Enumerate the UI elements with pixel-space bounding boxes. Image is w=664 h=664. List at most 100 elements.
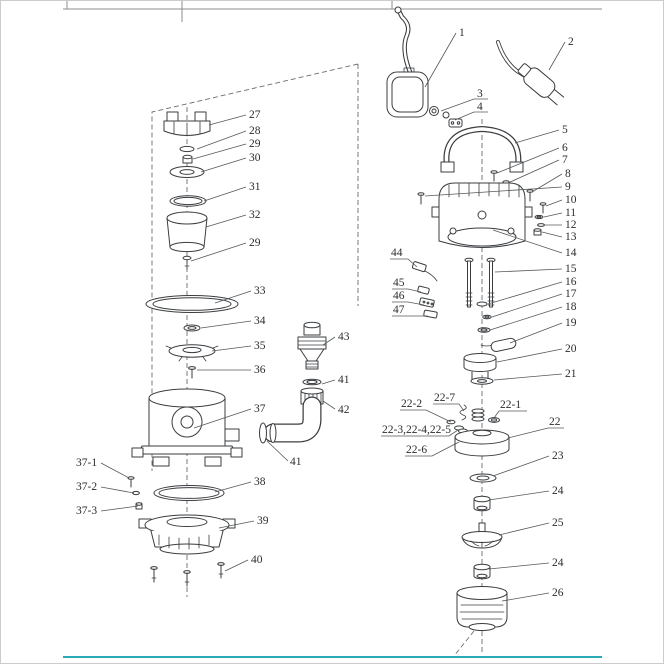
- part-16-washer: [476, 301, 488, 307]
- part-14-motor-cover: [431, 182, 533, 248]
- callout-22-1: 22-1: [500, 399, 521, 411]
- leader-line-46: [392, 301, 425, 306]
- part-44-terminal: [411, 261, 438, 282]
- part-13-nut: [533, 228, 542, 236]
- leader-line-41: [321, 379, 336, 385]
- callout-23: 23: [552, 450, 564, 462]
- callout-33: 33: [254, 285, 266, 297]
- leader-line-37: [193, 408, 252, 429]
- callout-24: 24: [552, 485, 564, 497]
- callout-32: 32: [249, 209, 261, 221]
- part-4-cable-clamp: [448, 118, 463, 128]
- callout-18: 18: [565, 301, 577, 313]
- leader-line-28: [196, 130, 247, 150]
- callout-27: 27: [249, 109, 261, 121]
- leader-line-16: [487, 281, 563, 305]
- leader-line-10: [545, 199, 563, 207]
- callout-4: 4: [477, 101, 483, 113]
- leader-line-41: [266, 440, 289, 462]
- callout-10: 10: [565, 194, 577, 206]
- callout-2: 2: [568, 36, 574, 48]
- part-41-gasket-elbow: [259, 422, 267, 444]
- leader-line-30: [200, 157, 247, 173]
- callout-7: 7: [562, 154, 568, 166]
- callout-45: 45: [393, 277, 405, 289]
- leader-line-24: [488, 562, 550, 570]
- leader-line-2: [548, 41, 566, 71]
- leader-line-11: [543, 212, 563, 218]
- part-20-bearing-housing: [463, 353, 497, 380]
- leader-line-19: [509, 322, 563, 344]
- callout-3: 3: [477, 88, 483, 100]
- leader-line-22-1: [493, 410, 527, 419]
- leader-line-33: [214, 290, 252, 304]
- leader-line-40: [224, 559, 249, 572]
- part-39-pump-base: [138, 514, 236, 555]
- callout-40: 40: [251, 554, 263, 566]
- part-37-fasteners: [127, 476, 143, 510]
- callout-11: 11: [565, 207, 576, 219]
- part-31-o-ring: [169, 195, 207, 207]
- leader-line-3: [440, 98, 488, 112]
- leader-line-34: [200, 320, 252, 329]
- part-12-washer: [537, 223, 545, 227]
- leader-line-6: [496, 147, 560, 174]
- leader-line-17: [491, 293, 563, 318]
- leader-line-24: [488, 490, 550, 501]
- callout-37-2: 37-2: [76, 481, 97, 493]
- callout-28: 28: [249, 125, 261, 137]
- leader-line-37-3: [100, 505, 139, 512]
- leader-line-29: [190, 242, 247, 262]
- leader-line-14: [492, 229, 563, 254]
- callout-29: 29: [249, 237, 261, 249]
- part-3-grommets: [429, 106, 450, 119]
- callout-24: 24: [552, 557, 564, 569]
- leader-line-45: [392, 288, 422, 293]
- part-18-ring: [477, 327, 491, 333]
- callout-22-2: 22-2: [401, 398, 422, 410]
- callout-17: 17: [565, 288, 577, 300]
- part-25-impeller: [461, 522, 503, 549]
- callout-41: 41: [338, 374, 350, 386]
- part-45-terminal: [417, 285, 430, 295]
- leader-line-35: [211, 345, 252, 352]
- leader-line-43: [322, 336, 336, 346]
- leader-line-13: [541, 231, 563, 238]
- callout-43: 43: [338, 331, 350, 343]
- part-22-seal-housing: [454, 408, 510, 457]
- callout-16: 16: [565, 276, 577, 288]
- callout-6: 6: [562, 142, 568, 154]
- part-42-coupling-elbow: [263, 387, 324, 443]
- callout-42: 42: [338, 404, 350, 416]
- leader-line-37-1: [100, 462, 130, 479]
- leader-line-31: [203, 186, 247, 202]
- callout-22-6: 22-6: [406, 444, 427, 456]
- callout-47: 47: [393, 304, 405, 316]
- part-5-handle: [440, 126, 524, 173]
- leader-line-27: [208, 114, 247, 126]
- callout-5: 5: [562, 124, 568, 136]
- callout-36: 36: [254, 364, 266, 376]
- leader-line-15: [494, 268, 563, 273]
- part-15-bolts: [464, 257, 496, 308]
- part-37-motor-housing: [131, 388, 243, 467]
- callout-22-7: 22-7: [434, 392, 455, 404]
- callout-37: 37: [254, 403, 266, 415]
- leader-line-26: [501, 592, 550, 602]
- part-43-hose-adapter: [297, 321, 327, 370]
- part-46-terminal-strip: [419, 297, 435, 308]
- leader-line-22-3-22-4-22-5: [381, 429, 459, 437]
- callout-39: 39: [257, 515, 269, 527]
- part-29-screw-lower: [182, 255, 192, 270]
- leader-line-1: [424, 32, 457, 88]
- callout-14: 14: [565, 247, 577, 259]
- part-30-disc: [169, 166, 205, 178]
- part-19-capacitor: [480, 337, 517, 352]
- part-22-1-ring: [488, 417, 500, 423]
- callout-25: 25: [552, 517, 564, 529]
- callout-41: 41: [290, 456, 302, 468]
- leader-line-4: [454, 111, 488, 121]
- callout-15: 15: [565, 263, 577, 275]
- part-41-ring-upper: [302, 378, 322, 386]
